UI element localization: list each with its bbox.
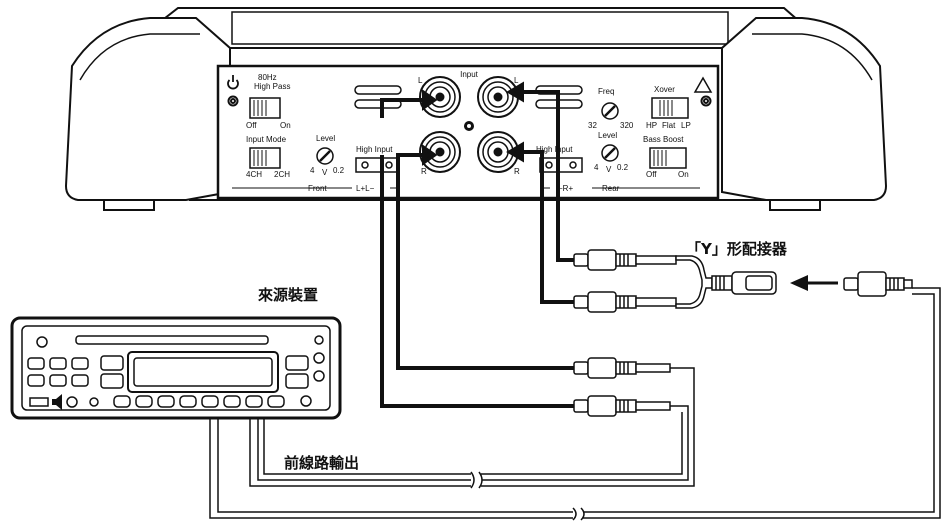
amp-label-bass-boost: Bass Boost	[643, 135, 684, 144]
indicator-led	[464, 121, 474, 131]
amp-panel-labels: Input L L R R 80Hz High Pass Off On Inpu…	[246, 70, 691, 193]
long-cable	[209, 287, 941, 519]
amp-label-l2: L	[514, 76, 519, 85]
amp-label-320: 320	[620, 121, 634, 130]
rca-jack-rear-r[interactable]	[477, 131, 519, 173]
amp-label-xover: Xover	[654, 85, 675, 94]
amp-label-level-front: Level	[316, 134, 335, 143]
amp-label-on-bb: On	[678, 170, 689, 179]
rca-jack-rear-l[interactable]	[477, 76, 519, 118]
amp-label-high-input-rear: High Input	[536, 145, 573, 154]
amp-label-high-pass: High Pass	[254, 82, 290, 91]
amp-label-on: On	[280, 121, 291, 130]
y-adapter	[675, 255, 777, 309]
amp-label-r1: R	[421, 167, 427, 176]
rca-plug-y-2	[573, 291, 677, 313]
caption-y-adapter: 「Y」形配接器	[686, 240, 787, 258]
high-pass-switch[interactable]	[249, 97, 281, 119]
caption-preout: 前線路輸出	[284, 454, 360, 472]
amp-label-off-bb: Off	[646, 170, 657, 179]
amp-label-lvv-rear: V	[606, 165, 612, 174]
freq-knob[interactable]	[601, 102, 619, 120]
amp-label-off: Off	[246, 121, 257, 130]
rca-plug-front-1	[573, 357, 671, 379]
amp-label-hp: HP	[646, 121, 657, 130]
amp-label-front: Front	[308, 184, 327, 193]
amp-label-lvv-front: V	[322, 168, 328, 177]
amp-label-lv02-rear: 0.2	[617, 163, 629, 172]
front-cables	[380, 155, 574, 408]
amp-label-l1: L	[418, 76, 423, 85]
front-high-input-terminal[interactable]	[355, 157, 399, 173]
front-level-knob[interactable]	[316, 147, 334, 165]
amp-label-32: 32	[588, 121, 597, 130]
rear-level-knob[interactable]	[601, 144, 619, 162]
amp-label-level-rear: Level	[598, 131, 617, 140]
bass-boost-switch[interactable]	[649, 147, 687, 169]
speaker-icon	[52, 394, 62, 410]
arrow-left-icon	[790, 275, 838, 291]
rca-plug-source	[843, 271, 913, 297]
amp-label-2ch: 2CH	[274, 170, 290, 179]
amp-label-high-input-front: High Input	[356, 145, 393, 154]
amp-label-input: Input	[460, 70, 479, 79]
rca-plug-y-1	[573, 249, 677, 271]
amp-label-4ch: 4CH	[246, 170, 262, 179]
rear-cables	[506, 81, 574, 304]
amp-label-lp: LP	[681, 121, 691, 130]
front-cable-arrows	[380, 89, 438, 168]
amplifier	[64, 7, 888, 211]
rca-jack-front-l[interactable]	[419, 76, 461, 118]
amp-label-lv02-front: 0.2	[333, 166, 345, 175]
amp-label-input-mode: Input Mode	[246, 135, 287, 144]
amp-label-rear: Rear	[602, 184, 620, 193]
amp-label-rpm: −R+	[558, 184, 573, 193]
rear-high-input-terminal[interactable]	[539, 157, 583, 173]
input-mode-switch[interactable]	[249, 147, 281, 169]
head-unit	[10, 316, 342, 420]
amp-label-freq: Freq	[598, 87, 614, 96]
amp-label-lv4-rear: 4	[594, 163, 599, 172]
break-marks	[470, 470, 585, 521]
xover-switch[interactable]	[651, 97, 689, 119]
power-icon	[227, 75, 239, 90]
caption-source-device: 來源裝置	[258, 286, 319, 304]
amp-label-r2: R	[514, 167, 520, 176]
amp-label-flat: Flat	[662, 121, 676, 130]
amp-label-lv4-front: 4	[310, 166, 315, 175]
amp-label-lpm: L+L−	[356, 184, 375, 193]
rca-jack-front-r[interactable]	[419, 131, 461, 173]
amp-label-80hz: 80Hz	[258, 73, 277, 82]
rca-plug-front-2	[573, 395, 671, 417]
